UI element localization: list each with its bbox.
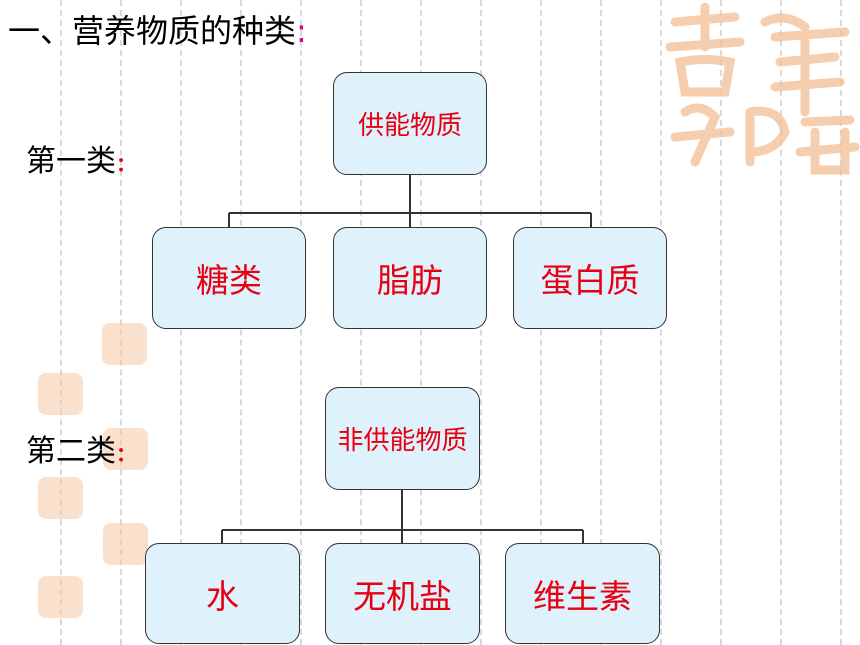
auspicious-seal-small	[103, 523, 148, 565]
category-2-label: 第二类:	[26, 426, 126, 470]
auspicious-seal-small	[38, 477, 83, 519]
auspicious-seal-small	[102, 323, 147, 365]
protein-box: 蛋白质	[513, 227, 667, 329]
category-1-colon: :	[116, 144, 127, 179]
vitamins-box: 维生素	[505, 543, 660, 644]
auspicious-seal-small	[38, 373, 83, 415]
auspicious-seal-large	[665, 2, 860, 175]
auspicious-seal-small	[38, 576, 83, 618]
page-title: 一、营养物质的种类:	[8, 6, 307, 52]
fat-box: 脂肪	[333, 227, 487, 329]
category-2-colon: :	[116, 434, 127, 469]
minerals-box: 无机盐	[325, 543, 480, 644]
energy-nutrients-box: 供能物质	[333, 72, 487, 175]
category-1-label: 第一类:	[26, 136, 126, 180]
category-1-label-text: 第一类	[26, 144, 116, 179]
auspicious-seal-small	[103, 428, 148, 470]
non-energy-nutrients-box: 非供能物质	[325, 387, 480, 490]
carbohydrates-box: 糖类	[152, 227, 306, 329]
water-box: 水	[145, 543, 300, 644]
category-2-label-text: 第二类	[26, 434, 116, 469]
page-title-text: 一、营养物质的种类	[8, 12, 297, 50]
page-title-colon: :	[296, 12, 307, 50]
